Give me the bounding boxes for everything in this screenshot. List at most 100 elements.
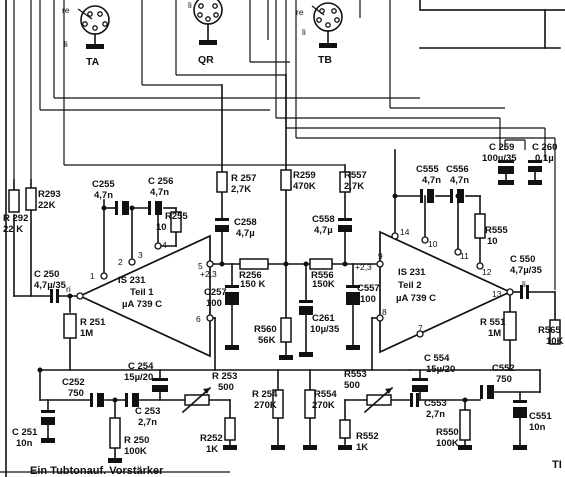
r259-value: 470K xyxy=(293,181,316,192)
c552-name: C552 xyxy=(492,363,515,374)
footer-corner: TI xyxy=(552,459,562,471)
ic2-pin8: 8 xyxy=(382,307,387,317)
r292-name: R 292 xyxy=(3,213,29,224)
ic1-pin4: 4 xyxy=(162,240,167,250)
ic1-pin2: 2 xyxy=(118,257,123,267)
r252-name: R252 xyxy=(200,433,223,444)
c252-value: 750 xyxy=(68,388,84,399)
r254-value: 270K xyxy=(254,400,277,411)
c557-value: 100 xyxy=(360,294,376,305)
ta-re-label: re xyxy=(62,5,70,15)
c252-name: C252 xyxy=(62,377,85,388)
c255-name: C255 xyxy=(92,179,115,190)
qr-li-label: li xyxy=(188,0,192,10)
ic2-pin10: 10 xyxy=(428,239,438,249)
r553-value: 500 xyxy=(344,380,360,391)
c253-name: C 253 xyxy=(135,406,161,417)
switch-tb xyxy=(311,2,343,48)
r554-value: 270K xyxy=(312,400,335,411)
ic1-pin1: 1 xyxy=(90,271,95,281)
r556-value: 150K xyxy=(312,279,335,290)
r254-name: R 254 xyxy=(252,389,278,400)
c251-value: 10n xyxy=(16,438,33,449)
r259-name: R259 xyxy=(293,170,316,181)
capacitors xyxy=(41,160,542,425)
r251-value: 1M xyxy=(80,328,94,339)
r257-value: 2,7K xyxy=(231,184,252,195)
c255-value: 4,7n xyxy=(94,190,114,201)
switch-ta xyxy=(77,5,110,49)
c258-value: 4,7µ xyxy=(236,228,255,239)
ic2-pin12: 12 xyxy=(482,267,492,277)
ic1-plus: +2,3 xyxy=(200,269,217,279)
qr-label: QR xyxy=(198,54,214,66)
r553-name: R553 xyxy=(344,369,367,380)
c555-name: C555 xyxy=(416,164,439,175)
r550-value: 100K xyxy=(436,438,459,449)
ic2-line2: Teil 2 xyxy=(398,280,422,291)
c251-name: C 251 xyxy=(12,427,38,438)
c558-value: 4,7µ xyxy=(314,225,333,236)
r256-value: 150 K xyxy=(240,279,266,290)
c554-name: C 554 xyxy=(424,353,450,364)
ic2-pin11: 11 xyxy=(460,251,469,261)
c258-name: C258 xyxy=(234,217,257,228)
r292-value: 22 K xyxy=(3,224,24,235)
c257-value: 100 xyxy=(206,298,222,309)
c250-name: C 250 xyxy=(34,269,60,280)
c260-name: C 260 xyxy=(532,142,558,153)
c553-value: 2,7n xyxy=(426,409,446,420)
c260-value: 0,1µ xyxy=(535,153,554,164)
ic1-pin6: 6 xyxy=(196,314,201,324)
c554-value: 15µ/20 xyxy=(426,364,456,375)
r565-name: R565 xyxy=(538,325,561,336)
ic2-pin13: 13 xyxy=(492,289,502,299)
ic2-pin7: 7 xyxy=(418,323,423,333)
r560-name: R560 xyxy=(254,324,277,335)
r250-value: 100K xyxy=(124,446,147,457)
r251-name: R 251 xyxy=(80,317,106,328)
ic2-li: li xyxy=(522,279,526,289)
ic1-pin5: 5 xyxy=(198,261,203,271)
r551-name: R 551 xyxy=(480,317,506,328)
c257-name: C257 xyxy=(204,287,227,298)
r250-name: R 250 xyxy=(124,435,150,446)
ground-symbols xyxy=(41,171,542,463)
tb-re-label: re xyxy=(296,7,304,17)
ic1-line3: µA 739 C xyxy=(122,299,162,310)
r253-value: 500 xyxy=(218,382,234,393)
c253-value: 2,7n xyxy=(138,417,158,428)
r293-name: R293 xyxy=(38,189,61,200)
tb-label: TB xyxy=(318,54,332,66)
tb-li-label: li xyxy=(302,27,306,37)
ic2-pin14: 14 xyxy=(400,227,410,237)
r256-name: R256 xyxy=(239,270,262,281)
ic1-line1: IS 231 xyxy=(118,275,146,286)
ta-label: TA xyxy=(86,56,100,68)
junctions xyxy=(37,193,514,403)
c556-value: 4,7n xyxy=(450,175,470,186)
c553-name: C553 xyxy=(424,398,447,409)
footer-caption: Ein Tubtonauf. Vorstärker xyxy=(30,465,164,477)
c555-value: 4,7n xyxy=(422,175,442,186)
ic2-plus: +2,3 xyxy=(355,262,372,272)
c550-value: 4,7µ/35 xyxy=(510,265,542,276)
ta-li-label: li xyxy=(64,39,68,49)
c256-name: C 256 xyxy=(148,176,174,187)
ic2-amplifier xyxy=(379,230,513,354)
resistors xyxy=(8,169,561,449)
main-wiring xyxy=(0,74,556,473)
c551-value: 10n xyxy=(529,422,546,433)
r257-name: R 257 xyxy=(231,173,257,184)
r552-name: R552 xyxy=(356,431,379,442)
r556-name: R556 xyxy=(311,270,334,281)
c256-value: 4,7n xyxy=(150,187,170,198)
c550-name: C 550 xyxy=(510,254,536,265)
switch-qr xyxy=(193,0,223,45)
r555-name: R555 xyxy=(485,225,508,236)
r557-name: R557 xyxy=(344,170,367,181)
r560-value: 56K xyxy=(258,335,276,346)
c261-name: C261 xyxy=(312,313,335,324)
ic1-ri: ri xyxy=(66,284,71,294)
